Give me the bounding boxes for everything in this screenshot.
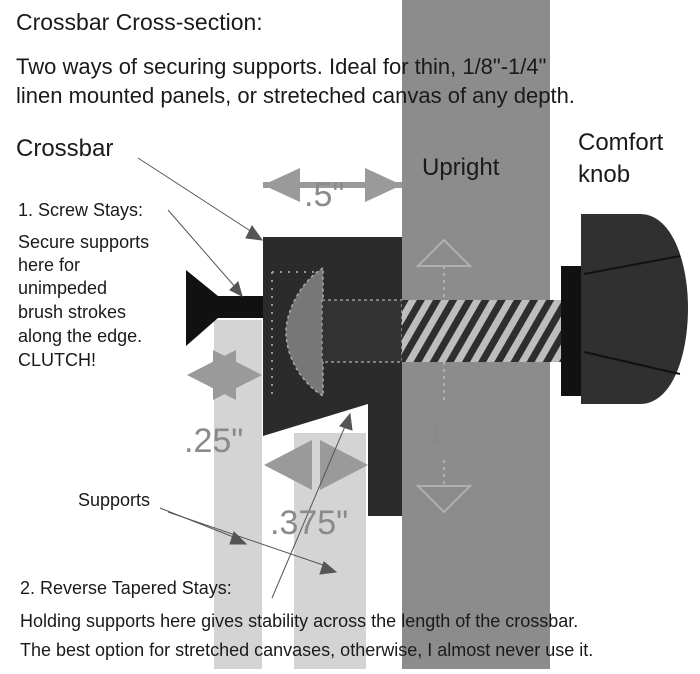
- screw-stays-line-1: Secure supports: [18, 232, 149, 252]
- screw-stay: [186, 270, 263, 346]
- crossbar-label: Crossbar: [16, 135, 113, 162]
- screw-stays-line-5: along the edge.: [18, 326, 142, 346]
- screw-stays-heading: 1. Screw Stays:: [18, 200, 143, 220]
- reverse-stays-heading: 2. Reverse Tapered Stays:: [20, 578, 232, 598]
- bolt-head: [285, 266, 324, 398]
- comfort-knob-label-1: Comfort: [578, 129, 664, 156]
- upright-label: Upright: [422, 154, 500, 181]
- page-title: Crossbar Cross-section:: [16, 9, 263, 35]
- knob-grip-lines: [583, 255, 681, 375]
- reverse-stays-line-1: Holding supports here gives stability ac…: [20, 611, 578, 631]
- dim-left-width: .25": [184, 422, 243, 460]
- height-dim-arrows: [415, 238, 473, 514]
- crossbar-dotted-outline: [271, 271, 320, 396]
- dim-height: 1": [426, 414, 457, 452]
- screw-stays-line-4: brush strokes: [18, 302, 126, 322]
- dim-top-width: .5": [304, 176, 344, 214]
- knob-washer: [561, 266, 583, 396]
- intro-line-2: linen mounted panels, or streteched canv…: [16, 83, 575, 108]
- threaded-rod: [402, 300, 563, 362]
- comfort-knob-label-2: knob: [578, 161, 630, 188]
- screw-stays-line-6: CLUTCH!: [18, 350, 96, 370]
- intro-line-1: Two ways of securing supports. Ideal for…: [16, 54, 546, 79]
- dim-arrows: [187, 168, 402, 490]
- supports-label: Supports: [78, 490, 150, 510]
- bolt-shank: [321, 299, 403, 363]
- leader-lines: [137, 157, 353, 599]
- dim-slot-width: .375": [270, 504, 348, 542]
- screw-stays-line-2: here for: [18, 255, 80, 275]
- screw-stays-line-3: unimpeded: [18, 278, 107, 298]
- comfort-knob: [581, 214, 688, 404]
- reverse-stays-line-2: The best option for stretched canvases, …: [20, 640, 593, 660]
